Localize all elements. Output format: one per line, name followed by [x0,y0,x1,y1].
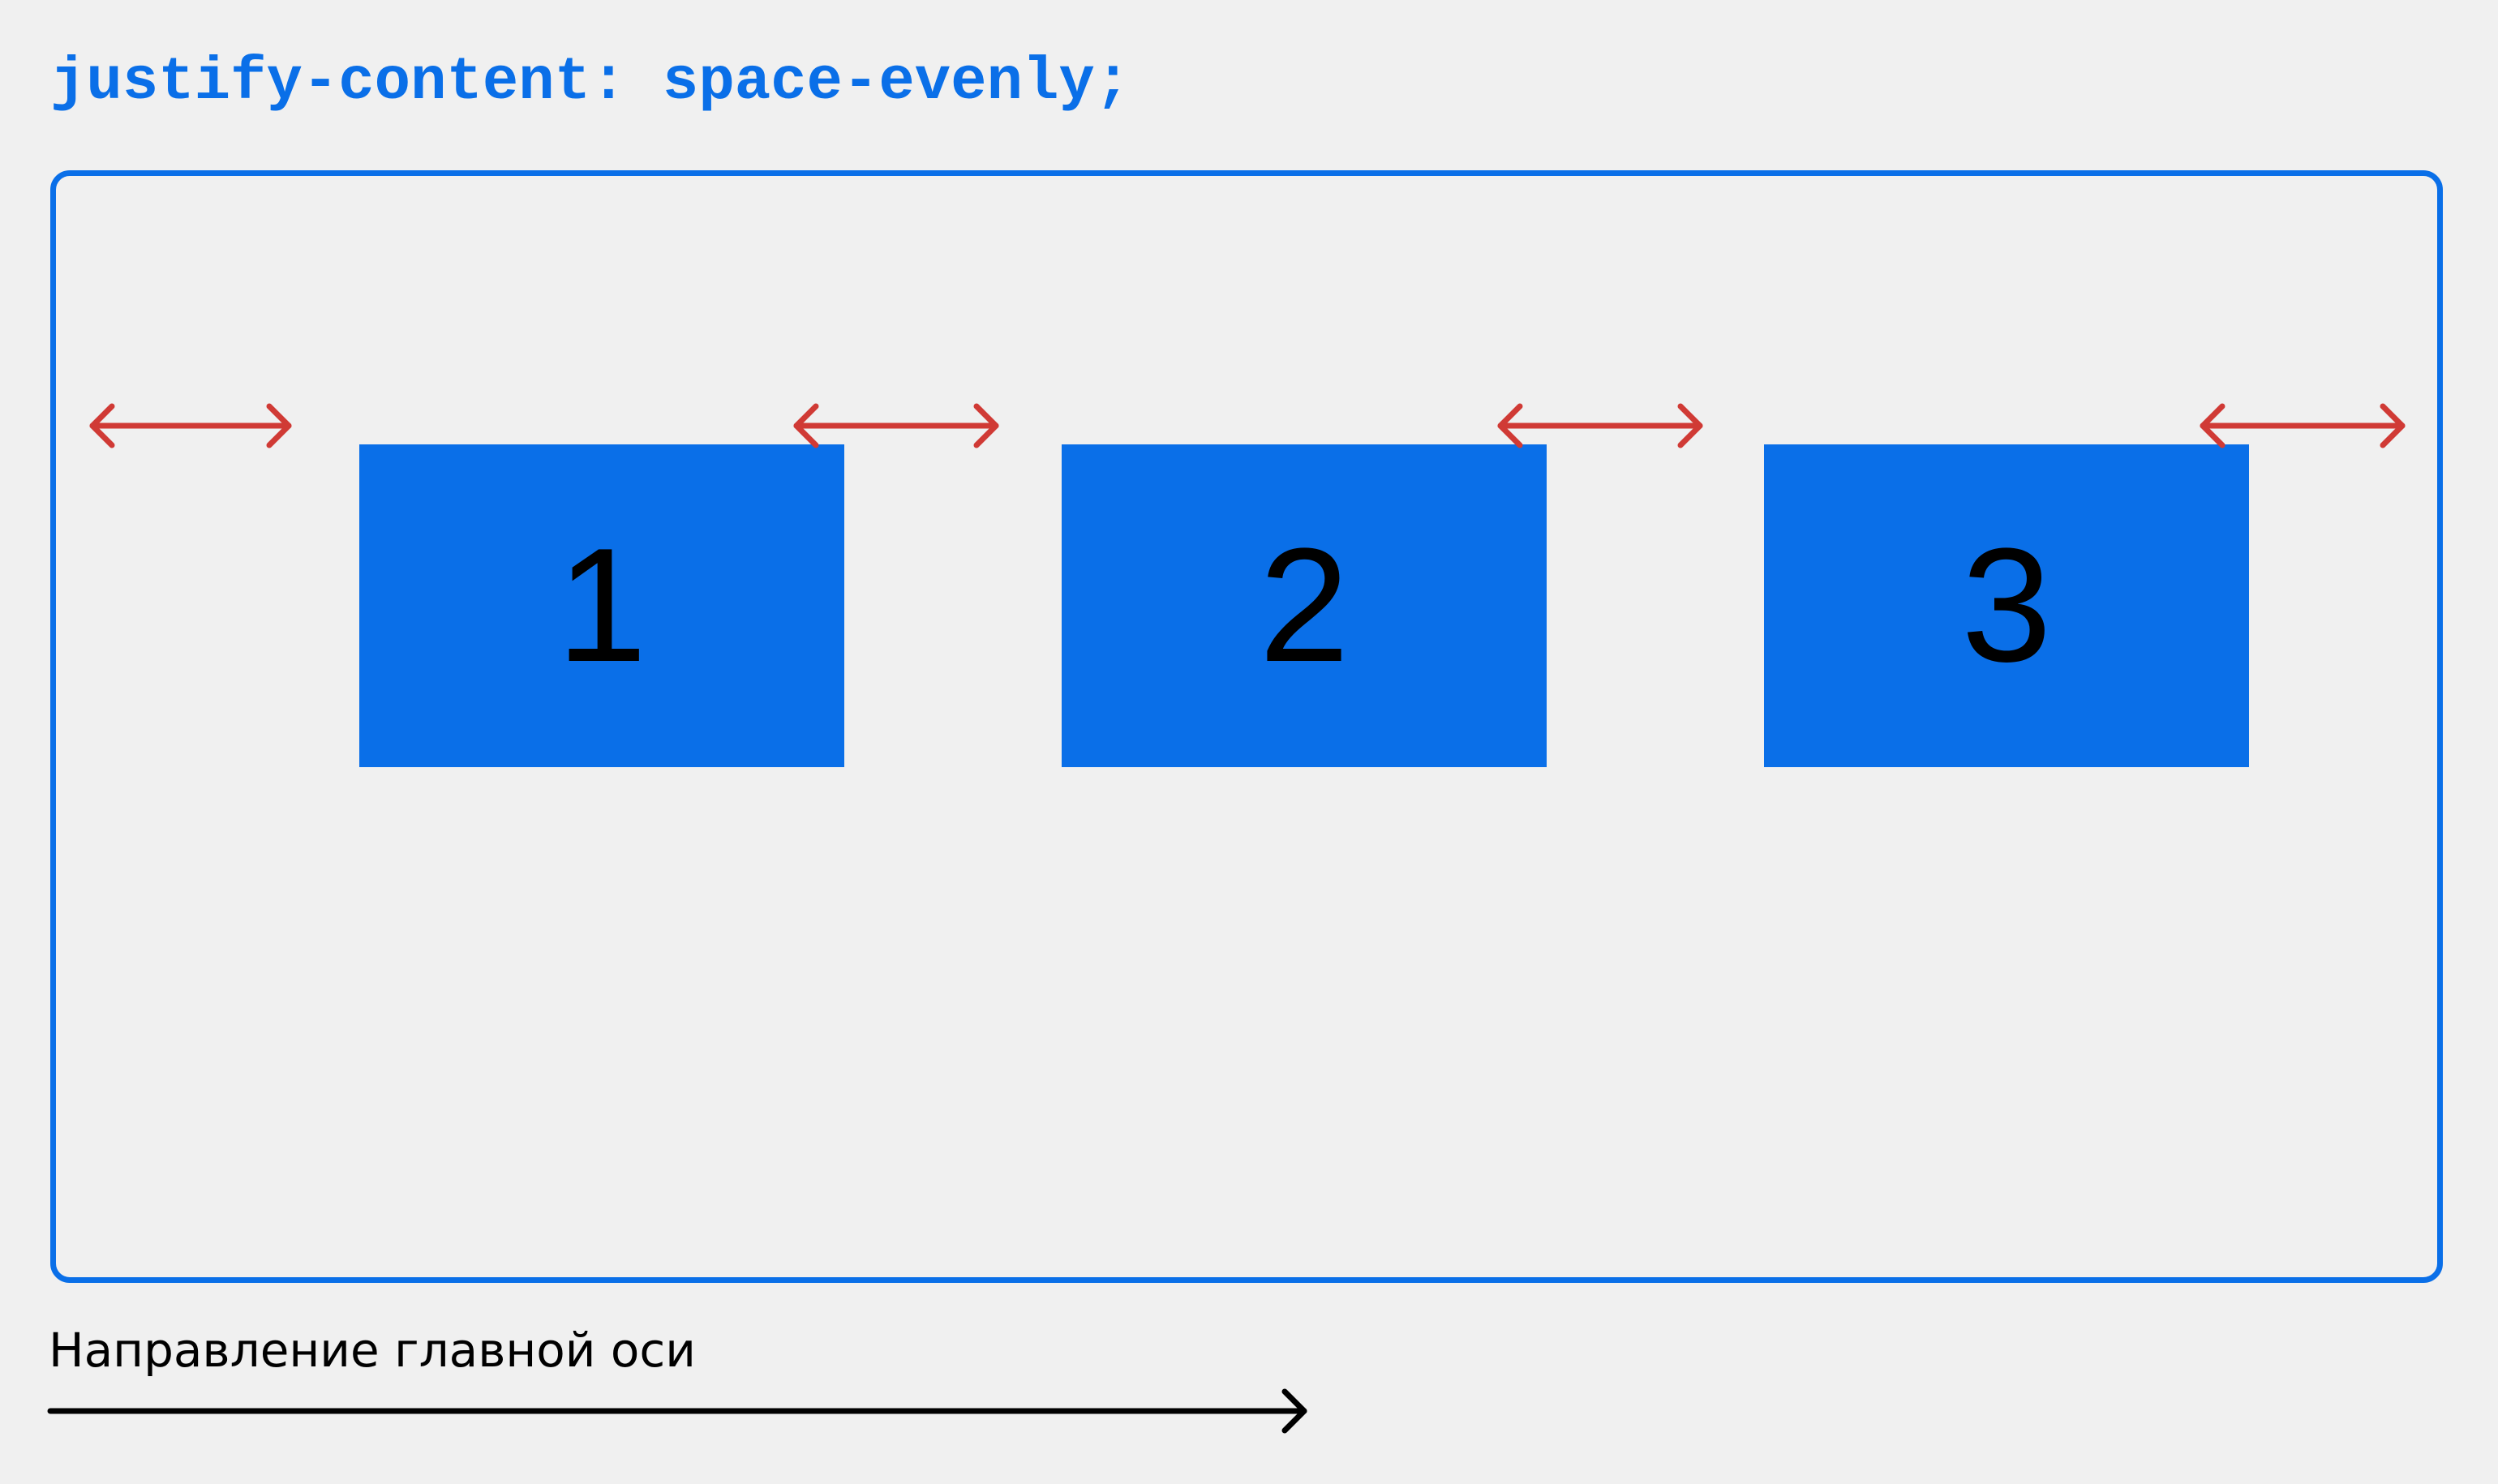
main-axis-caption: Направление главной оси [49,1323,696,1378]
flex-container: 1 2 3 [50,170,2443,1283]
flex-item-1: 1 [359,444,844,767]
gap-arrow-icon [2200,403,2406,448]
gap-arrow-icon [793,403,999,448]
flex-item-3: 3 [1764,444,2249,767]
flex-item-label: 3 [1961,515,2052,696]
main-axis-arrow-icon [47,1388,1307,1434]
css-rule-title: justify-content: space-evenly; [50,49,1131,117]
gap-arrow-icon [1497,403,1703,448]
flex-item-label: 2 [1259,515,1350,696]
flex-item-2: 2 [1062,444,1547,767]
flex-item-label: 1 [556,515,647,696]
gap-arrow-icon [89,403,292,448]
